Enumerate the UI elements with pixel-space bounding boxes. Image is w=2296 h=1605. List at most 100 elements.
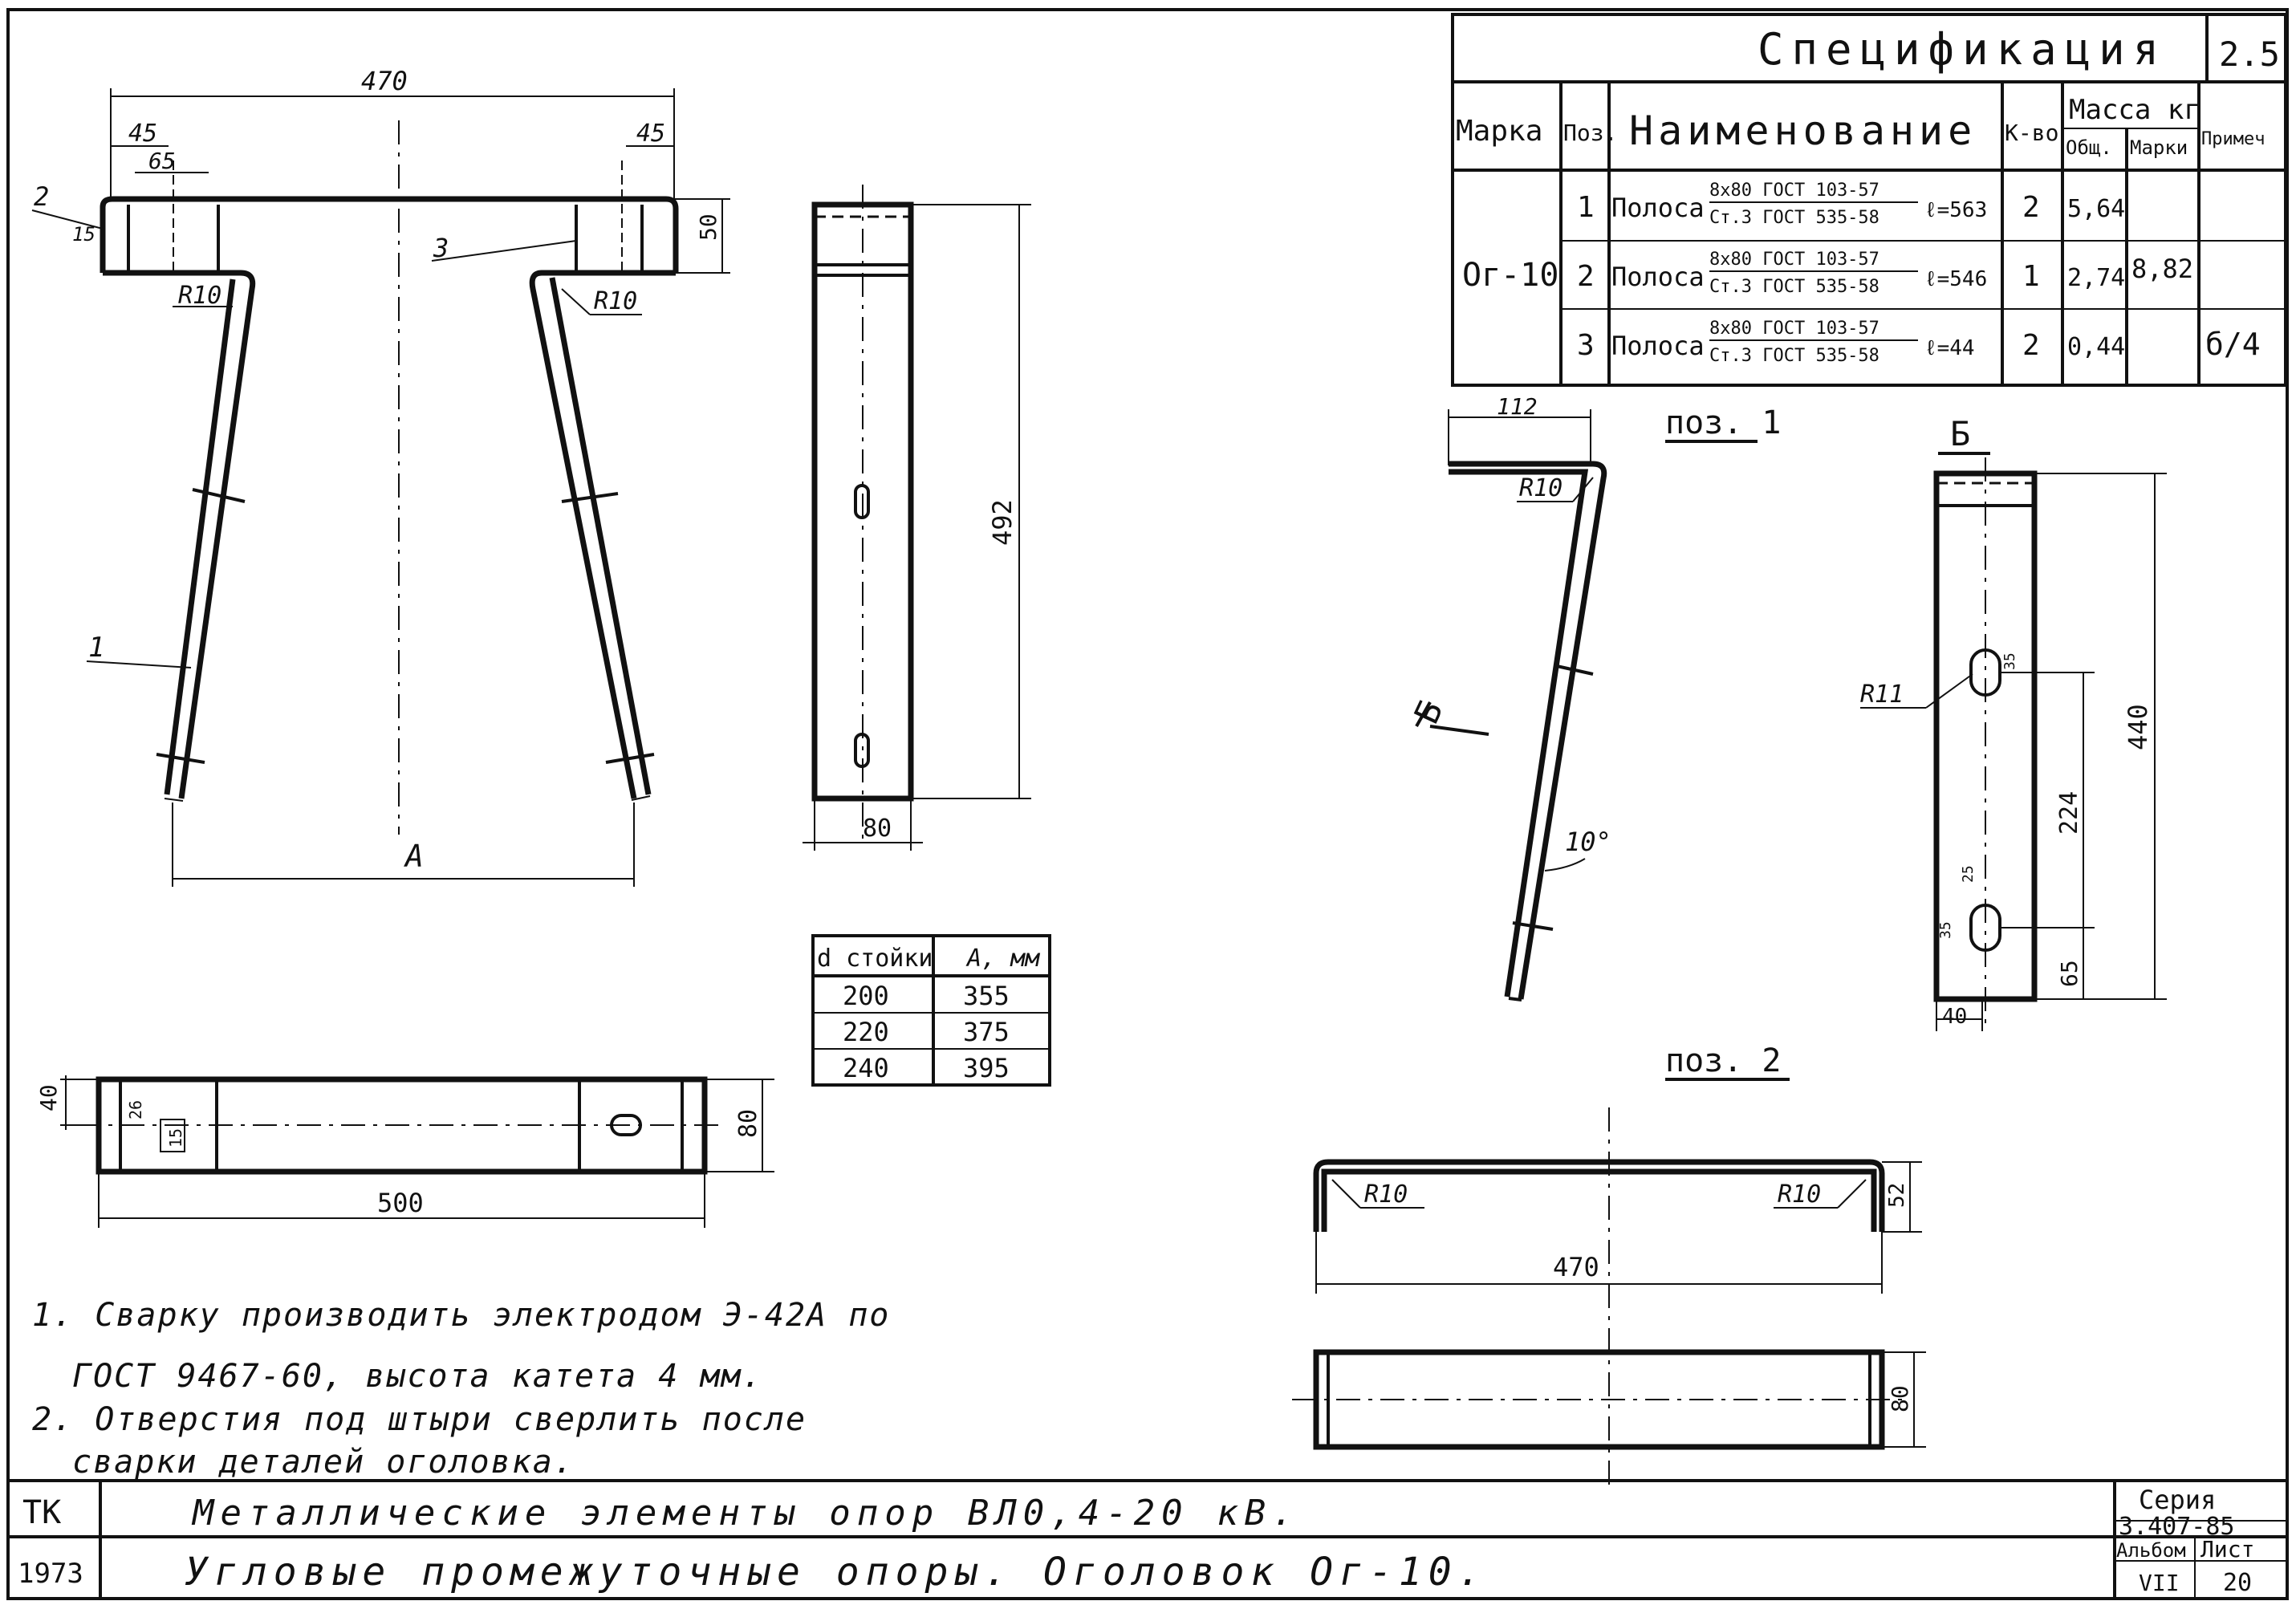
- album-label: Альбом: [2116, 1539, 2186, 1562]
- spec-row-3: 3 Полоса 8х80 ГОСТ 103-57 Ст.3 ГОСТ 535-…: [1577, 319, 2125, 366]
- dim-80-plan: 80: [734, 1109, 762, 1138]
- spec-header-mark: Марка: [1456, 115, 1542, 148]
- position-label-3: 3: [433, 233, 449, 263]
- notes: 1. Сварку производить электродом Э-42А п…: [32, 1297, 890, 1481]
- dim-40-plan: 40: [35, 1084, 62, 1111]
- spec-row-mass: 2,74: [2067, 264, 2125, 292]
- dim-35-top: 35: [2001, 652, 2018, 670]
- spec-mark-value: Ог-10: [1462, 257, 1558, 294]
- note-line: 1. Сварку производить электродом Э-42А п…: [32, 1297, 890, 1334]
- spec-row-length: ℓ=546: [1924, 267, 1987, 291]
- spec-title: Спецификация: [1758, 24, 2167, 75]
- angle-10: 10°: [1565, 827, 1611, 857]
- radius-r11: R11: [1860, 681, 1904, 709]
- dim-80-pos2: 80: [1887, 1385, 1913, 1412]
- spec-row-name: Полоса: [1611, 262, 1705, 292]
- view-b: Б R11 440 224 65 40 35 35 25: [1860, 414, 2167, 1031]
- spec-row-pos: 2: [1577, 260, 1595, 293]
- spec-row-pos: 3: [1577, 329, 1595, 362]
- title-block: ТК 1973 Металлические элементы опор ВЛ0,…: [8, 1479, 2287, 1599]
- specification-table: Спецификация 2.5 Марка Поз. Наименование…: [1451, 13, 2287, 387]
- spec-row-qty: 2: [2022, 191, 2040, 224]
- spec-row-frac-top: 8х80 ГОСТ 103-57: [1709, 319, 1879, 339]
- spec-row-frac-bottom: Ст.3 ГОСТ 535-58: [1709, 277, 1879, 297]
- dim-45-right: 45: [636, 120, 665, 148]
- spec-row-2: 2 Полоса 8х80 ГОСТ 103-57 Ст.3 ГОСТ 535-…: [1577, 250, 2125, 297]
- spec-row-frac-bottom: Ст.3 ГОСТ 535-58: [1709, 208, 1879, 228]
- spec-header-mass-total: Общ.: [2066, 136, 2112, 159]
- dim-470-pos2: 470: [1553, 1252, 1599, 1282]
- a-table-cell: 220: [843, 1017, 889, 1047]
- spec-row-length: ℓ=44: [1924, 336, 1975, 360]
- a-table: d стойки А, мм 200 355 220 375 240 395: [811, 934, 1051, 1087]
- a-table-cell: 355: [963, 981, 1010, 1011]
- radius-r10-pos1: R10: [1519, 474, 1562, 502]
- dim-80-side: 80: [863, 815, 892, 843]
- spec-header-qty: К-во: [2005, 120, 2058, 146]
- note-line: сварки деталей оголовка.: [72, 1444, 575, 1481]
- a-table-cell: 200: [843, 981, 889, 1011]
- dim-470-top: 470: [361, 66, 408, 96]
- series-label: Серия: [2139, 1485, 2216, 1515]
- pos2-view: поз. 2 R10 R10 52 470 80: [1292, 1042, 1926, 1493]
- spec-row-name: Полоса: [1611, 331, 1705, 361]
- sheet-value: 20: [2223, 1569, 2252, 1597]
- sheet-label: Лист: [2201, 1536, 2254, 1562]
- spec-header-note: Примеч: [2201, 129, 2265, 149]
- year: 1973: [18, 1558, 83, 1590]
- note-line: ГОСТ 9467-60, высота катета 4 мм.: [72, 1358, 763, 1395]
- dim-15: 15: [72, 223, 95, 246]
- spec-row-length: ℓ=563: [1924, 198, 1987, 222]
- dim-25: 25: [1960, 865, 1977, 883]
- plan-view: 40 26 15 80 500: [35, 1075, 774, 1228]
- dim-a: А: [404, 839, 424, 874]
- spec-sheet-number: 2.5: [2219, 35, 2280, 74]
- dim-52: 52: [1885, 1183, 1909, 1208]
- spec-row-1: 1 Полоса 8х80 ГОСТ 103-57 Ст.3 ГОСТ 535-…: [1577, 181, 2125, 228]
- spec-row-qty: 1: [2022, 260, 2040, 293]
- dim-65-view-b: 65: [2056, 960, 2083, 987]
- dim-500: 500: [377, 1188, 424, 1218]
- spec-header-mass: Масса кг: [2069, 94, 2201, 126]
- spec-mass-mark-value: 8,82: [2131, 254, 2193, 284]
- pos1-view: поз. 1 112 R10 Б 10°: [1407, 393, 1782, 1002]
- org-code: ТК: [22, 1494, 61, 1531]
- radius-r10-pos2-left: R10: [1364, 1180, 1408, 1209]
- main-front-view: 470 45 65 45 15 50 R10 R10 2 3 1 А: [31, 66, 730, 887]
- dim-440: 440: [2123, 704, 2153, 750]
- spec-row-mass: 0,44: [2067, 333, 2125, 361]
- spec-row-mass: 5,64: [2067, 195, 2125, 223]
- spec-row-name: Полоса: [1611, 193, 1705, 223]
- title-line-1: Металлические элементы опор ВЛ0,4-20 кВ.: [191, 1493, 1300, 1534]
- spec-row-frac-top: 8х80 ГОСТ 103-57: [1709, 181, 1879, 201]
- a-table-cell: 240: [843, 1053, 889, 1083]
- dim-45-left: 45: [128, 120, 157, 148]
- sheet-frame: [6, 8, 2289, 1600]
- a-table-cell: 395: [963, 1053, 1010, 1083]
- dim-40-view-b: 40: [1942, 1005, 1967, 1029]
- spec-row-frac-top: 8х80 ГОСТ 103-57: [1709, 250, 1879, 270]
- radius-r10-pos2-right: R10: [1778, 1180, 1821, 1209]
- spec-header-mass-mark: Марки: [2130, 136, 2188, 159]
- dim-65: 65: [148, 148, 176, 174]
- title-line-2: Угловые промежуточные опоры. Оголовок Ог…: [185, 1550, 1488, 1595]
- dim-492: 492: [987, 499, 1018, 546]
- dim-35-bottom: 35: [1937, 921, 1954, 939]
- spec-note-value: б/4: [2205, 327, 2261, 362]
- dim-50: 50: [695, 213, 721, 241]
- position-label-2: 2: [34, 181, 49, 212]
- spec-row-qty: 2: [2022, 329, 2040, 362]
- dim-15-plan: 15: [166, 1128, 185, 1148]
- position-label-1: 1: [88, 632, 104, 664]
- view-b-title: Б: [1950, 414, 1970, 453]
- side-view: 492 80: [803, 185, 1031, 851]
- spec-row-pos: 1: [1577, 191, 1595, 224]
- dim-26-plan: 26: [126, 1100, 145, 1119]
- pos2-title: поз. 2: [1665, 1042, 1782, 1079]
- spec-header-pos: Поз.: [1563, 120, 1617, 146]
- a-table-header-d: d стойки: [817, 945, 933, 973]
- view-b-arrow-label: Б: [1407, 695, 1451, 730]
- radius-r10-left: R10: [178, 282, 221, 310]
- series-value: 3.407-85: [2119, 1513, 2235, 1541]
